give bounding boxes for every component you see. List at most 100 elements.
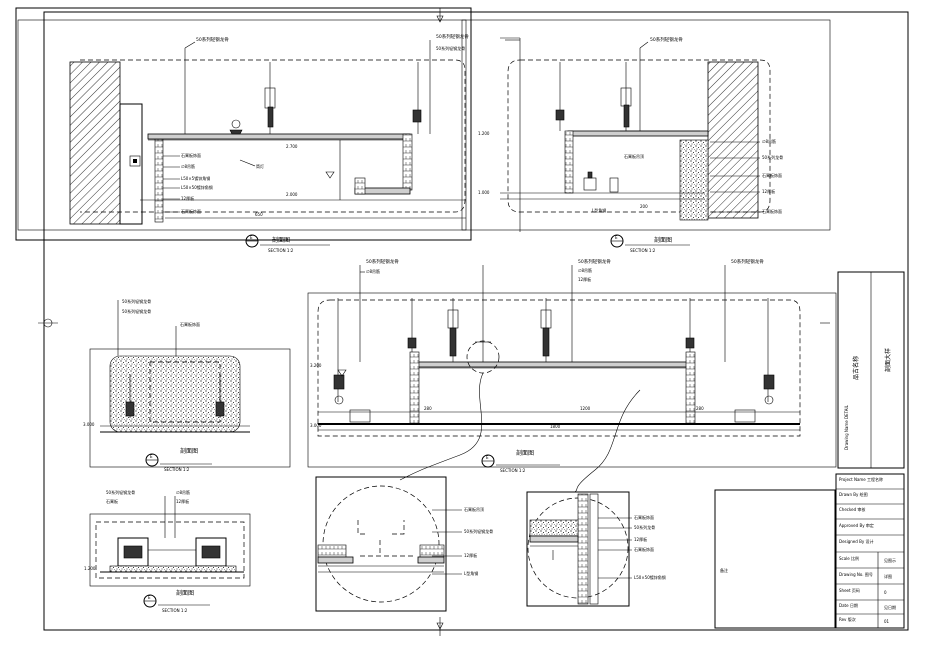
- callout-mid-r: 50系列轻钢龙骨: [436, 45, 465, 51]
- dim-span: 650: [255, 212, 263, 217]
- vertical-title: 品古名称: [852, 356, 860, 380]
- callout-da-0: 石膏板吊顶: [464, 506, 484, 512]
- section-scale-lb: SECTION 1:2: [162, 608, 188, 613]
- svg-text:12厚板: 12厚板: [762, 188, 775, 194]
- svg-text:石膏板饰面: 石膏板饰面: [762, 208, 782, 214]
- section-title-lm: 剖面图: [180, 447, 198, 455]
- speckled-panel: [109, 355, 241, 433]
- section-left-bottom: 50系列轻钢龙骨 ∅8吊筋 石膏板 12厚板 1.200 E 剖面图 SECTI…: [84, 489, 251, 613]
- level-lb: 1.200: [84, 566, 96, 571]
- section-scale-mid: SECTION 1:2: [500, 468, 526, 473]
- dim-mid-3: 1800: [550, 424, 561, 429]
- callout-top: 50系列轻钢龙骨: [196, 36, 229, 43]
- right-label-stack: ∅8吊筋 50系列龙骨 石膏板饰面 12厚板 石膏板饰面: [710, 138, 783, 214]
- downlight-icon: [229, 119, 243, 135]
- svg-text:E: E: [250, 235, 253, 240]
- tb-row-7-label: Sheet 页码: [839, 587, 860, 593]
- callout-lm-0: 50系列轻钢龙骨: [122, 298, 151, 304]
- callout-da-2: 12厚板: [464, 552, 477, 558]
- remark-label: 备注: [720, 567, 728, 573]
- tb-row-2-label: Checked 审核: [839, 506, 865, 512]
- ceiling-board-tr: [567, 130, 709, 137]
- tb-row-5-value: 见图示: [884, 557, 896, 563]
- section-scale-lm: SECTION 1:2: [164, 467, 190, 472]
- section-tag-lb: E 剖面图 SECTION 1:2: [143, 589, 210, 613]
- callout-lb-1: ∅8吊筋: [176, 489, 190, 495]
- level-low-mid: 3.000: [310, 423, 322, 428]
- middle-callouts: 50系列轻钢龙骨 ∅8吊筋 50系列轻钢龙骨 ∅8吊筋 12厚板 50系列轻钢龙…: [359, 258, 764, 362]
- section-title-tr: 剖面图: [654, 236, 672, 244]
- callout-da-3: L型角钢: [464, 570, 478, 576]
- callout-db-2: 12厚板: [634, 536, 647, 542]
- svg-text:12厚板: 12厚板: [181, 195, 194, 201]
- tb-row-3-label: Approved By 审定: [839, 522, 874, 528]
- svg-text:∅8吊筋: ∅8吊筋: [578, 267, 592, 273]
- svg-text:50系列轻钢龙骨: 50系列轻钢龙骨: [731, 258, 764, 265]
- svg-text:∅8吊筋: ∅8吊筋: [366, 268, 380, 274]
- vertical-subtitle: 剖面大样: [884, 348, 892, 372]
- svg-text:E: E: [486, 455, 489, 460]
- tb-row-8-value: 见日期: [884, 604, 896, 610]
- level-high-r: 1.200: [478, 131, 490, 136]
- callout-db-1: 50系列龙骨: [634, 524, 655, 530]
- ceiling-board-mid: [417, 361, 689, 368]
- tb-row-8-label: Date 日期: [839, 602, 858, 608]
- lamp-label: 筒灯: [256, 163, 264, 169]
- section-scale-tl: SECTION 1:2: [268, 248, 294, 253]
- ceiling-board-tl: [147, 133, 411, 140]
- level-high-mid: 3.200: [310, 363, 322, 368]
- section-tag-lm: E 剖面图 SECTION 1:2: [145, 447, 212, 472]
- section-middle: 50系列轻钢龙骨 ∅8吊筋 50系列轻钢龙骨 ∅8吊筋 12厚板 50系列轻钢龙…: [307, 258, 837, 493]
- tb-row-7-value: 0: [884, 590, 887, 595]
- tb-row-5-label: Scale 比例: [839, 555, 859, 561]
- callout-right: 50系列轻钢龙骨: [436, 33, 469, 40]
- section-tag-tr: E 剖面图 SECTION 1:2: [610, 234, 690, 253]
- detail-b: 石膏板饰面 50系列龙骨 12厚板 石膏板饰面 L50×50镀锌角钢: [526, 491, 666, 607]
- tb-row-0-label: Project Name 工程名称: [839, 476, 883, 482]
- callout-lb-0: 50系列轻钢龙骨: [106, 489, 135, 495]
- tb-row-1-label: Drawn By 绘图: [839, 491, 868, 497]
- svg-text:石膏板饰面: 石膏板饰面: [181, 152, 201, 158]
- callout-db-0: 石膏板饰面: [634, 514, 654, 520]
- tb-row-9-value: 01: [884, 619, 890, 624]
- tb-row-6-label: Drawing No. 图号: [839, 571, 873, 577]
- section-tag-mid: E 剖面图 SECTION 1:2: [481, 449, 560, 473]
- vertical-note: Drawing Name DETAIL: [844, 404, 849, 450]
- svg-text:∅8吊筋: ∅8吊筋: [181, 163, 195, 169]
- dim-mid-2: 280: [696, 406, 704, 411]
- inner-label-r: 石膏板吊顶: [624, 153, 644, 159]
- dim-mid-0: 280: [424, 406, 432, 411]
- svg-text:∅8吊筋: ∅8吊筋: [762, 138, 776, 144]
- level-high: 2.700: [286, 144, 298, 149]
- svg-text:12厚板: 12厚板: [578, 276, 591, 282]
- left-label-stack: 石膏板饰面 ∅8吊筋 L50×5镀锌角钢 L50×50镀锌角钢 12厚板 石膏板…: [163, 152, 213, 214]
- callout-lm-2: 石膏板饰面: [180, 321, 200, 327]
- section-scale-tr: SECTION 1:2: [630, 248, 656, 253]
- sheet-frame: [15, 7, 909, 636]
- svg-text:50系列龙骨: 50系列龙骨: [762, 154, 783, 160]
- section-title-mid: 剖面图: [516, 449, 534, 457]
- callout-top-r: 50系列轻钢龙骨: [650, 36, 683, 43]
- svg-text:L50×5镀锌角钢: L50×5镀锌角钢: [181, 175, 210, 181]
- title-block: 品古名称 剖面大样 Drawing Name DETAIL 备注 Project…: [714, 271, 905, 629]
- svg-text:L50×50镀锌角钢: L50×50镀锌角钢: [181, 184, 213, 190]
- level-low: 2.000: [286, 192, 298, 197]
- concrete-wall-right: [707, 61, 759, 219]
- section-left-mid: 50系列轻钢龙骨 50系列轻钢龙骨 石膏板饰面 3.000 E 剖面图 SECT…: [83, 298, 291, 472]
- dim-mid-1: 1200: [580, 406, 591, 411]
- svg-text:E: E: [615, 235, 618, 240]
- callout-db-4: L50×50镀锌角钢: [634, 574, 666, 580]
- callout-lb-3: 12厚板: [176, 498, 189, 504]
- section-top-left: 50系列轻钢龙骨 50系列轻钢龙骨 石膏板饰面 ∅8吊筋 L50×5镀锌角钢 L…: [17, 19, 469, 253]
- section-title-lb: 剖面图: [176, 589, 194, 597]
- svg-text:50系列轻钢龙骨: 50系列轻钢龙骨: [366, 258, 399, 265]
- dim-r: 200: [640, 204, 648, 209]
- section-title-tl: 剖面图: [272, 236, 290, 244]
- tb-row-9-label: Rev 版次: [839, 616, 856, 622]
- tb-row-4-label: Designed By 设计: [839, 538, 873, 544]
- bottom-label-r: L型角钢: [592, 207, 606, 213]
- tb-row-6-value: 详图: [884, 573, 892, 579]
- callout-lb-2: 石膏板: [106, 498, 118, 504]
- svg-text:50系列轻钢龙骨: 50系列轻钢龙骨: [578, 258, 611, 265]
